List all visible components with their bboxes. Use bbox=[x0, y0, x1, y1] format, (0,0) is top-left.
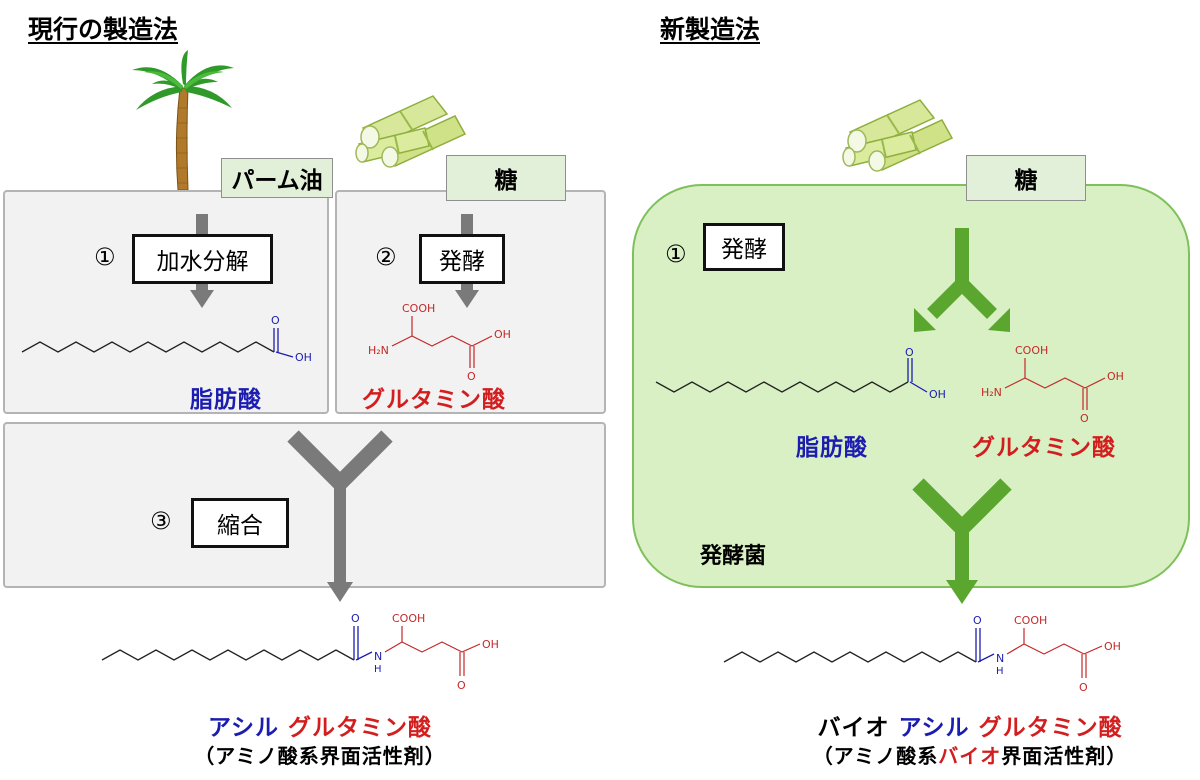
merge-arrow-green bbox=[912, 478, 1012, 604]
svg-text:OH: OH bbox=[494, 328, 511, 341]
right-step1-number: ① bbox=[665, 240, 687, 268]
step1-hydrolysis: 加水分解 bbox=[132, 234, 273, 284]
microbe-label: 発酵菌 bbox=[700, 544, 767, 569]
svg-text:COOH: COOH bbox=[1015, 344, 1048, 357]
right-product-name: バイオ アシル グルタミン酸 bbox=[817, 715, 1123, 741]
sugarcane-icon bbox=[842, 99, 954, 172]
svg-text:COOH: COOH bbox=[1014, 614, 1047, 627]
svg-text:O: O bbox=[973, 614, 982, 627]
sugarcane-icon bbox=[355, 95, 467, 168]
svg-text:O: O bbox=[1079, 681, 1088, 694]
svg-text:H: H bbox=[374, 664, 382, 675]
svg-text:O: O bbox=[1080, 412, 1089, 425]
fatty-acid-label: 脂肪酸 bbox=[190, 387, 262, 413]
svg-text:OH: OH bbox=[929, 388, 946, 401]
svg-text:COOH: COOH bbox=[392, 612, 425, 625]
svg-text:H₂N: H₂N bbox=[981, 386, 1002, 399]
sugar-label-right: 糖 bbox=[966, 155, 1086, 201]
acyl-glutamate-structure-right: O N H COOH OH O bbox=[723, 614, 1121, 694]
left-product-subtitle: （アミノ酸系界面活性剤） bbox=[194, 744, 446, 768]
step1-number: ① bbox=[94, 243, 116, 271]
glutamic-acid-structure: COOH H₂N OH O bbox=[368, 302, 511, 383]
glutamic-acid-label: グルタミン酸 bbox=[362, 387, 506, 413]
step3-number: ③ bbox=[150, 507, 172, 535]
svg-text:COOH: COOH bbox=[402, 302, 435, 315]
svg-text:N: N bbox=[374, 650, 382, 663]
fatty-acid-structure-right: O OH bbox=[655, 348, 946, 401]
svg-text:OH: OH bbox=[482, 638, 499, 651]
acyl-glutamate-structure: O N H COOH OH O bbox=[101, 612, 499, 692]
sugar-label-left: 糖 bbox=[446, 155, 566, 201]
svg-text:H₂N: H₂N bbox=[368, 344, 389, 357]
fatty-acid-structure: O OH bbox=[21, 314, 312, 364]
svg-text:OH: OH bbox=[1104, 640, 1121, 653]
svg-text:O: O bbox=[457, 679, 466, 692]
step2-number: ② bbox=[375, 243, 397, 271]
step3-condensation: 縮合 bbox=[191, 498, 289, 548]
svg-text:O: O bbox=[351, 612, 360, 625]
right-title: 新製造法 bbox=[660, 15, 761, 44]
svg-text:OH: OH bbox=[1107, 370, 1124, 383]
palm-tree-icon bbox=[132, 50, 234, 191]
svg-text:N: N bbox=[996, 652, 1004, 665]
glutamic-acid-label-right: グルタミン酸 bbox=[972, 435, 1116, 461]
merge-arrow-gray bbox=[287, 430, 393, 602]
svg-text:H: H bbox=[996, 666, 1004, 677]
svg-text:O: O bbox=[905, 348, 914, 359]
right-step1-fermentation: 発酵 bbox=[703, 223, 785, 271]
left-product-name: アシル グルタミン酸 bbox=[207, 715, 433, 741]
palm-oil-label: パーム油 bbox=[221, 158, 333, 198]
fatty-acid-label-right: 脂肪酸 bbox=[796, 435, 868, 461]
svg-text:O: O bbox=[271, 314, 280, 327]
hydrolysis-box bbox=[3, 190, 329, 414]
glutamic-acid-structure-right: COOH H₂N OH O bbox=[981, 344, 1124, 425]
split-arrow-green bbox=[914, 228, 1010, 332]
right-product-subtitle: （アミノ酸系バイオ界面活性剤） bbox=[812, 744, 1128, 768]
svg-text:O: O bbox=[467, 370, 476, 383]
left-title: 現行の製造法 bbox=[28, 15, 179, 44]
step2-fermentation: 発酵 bbox=[419, 234, 505, 284]
svg-text:OH: OH bbox=[295, 351, 312, 364]
